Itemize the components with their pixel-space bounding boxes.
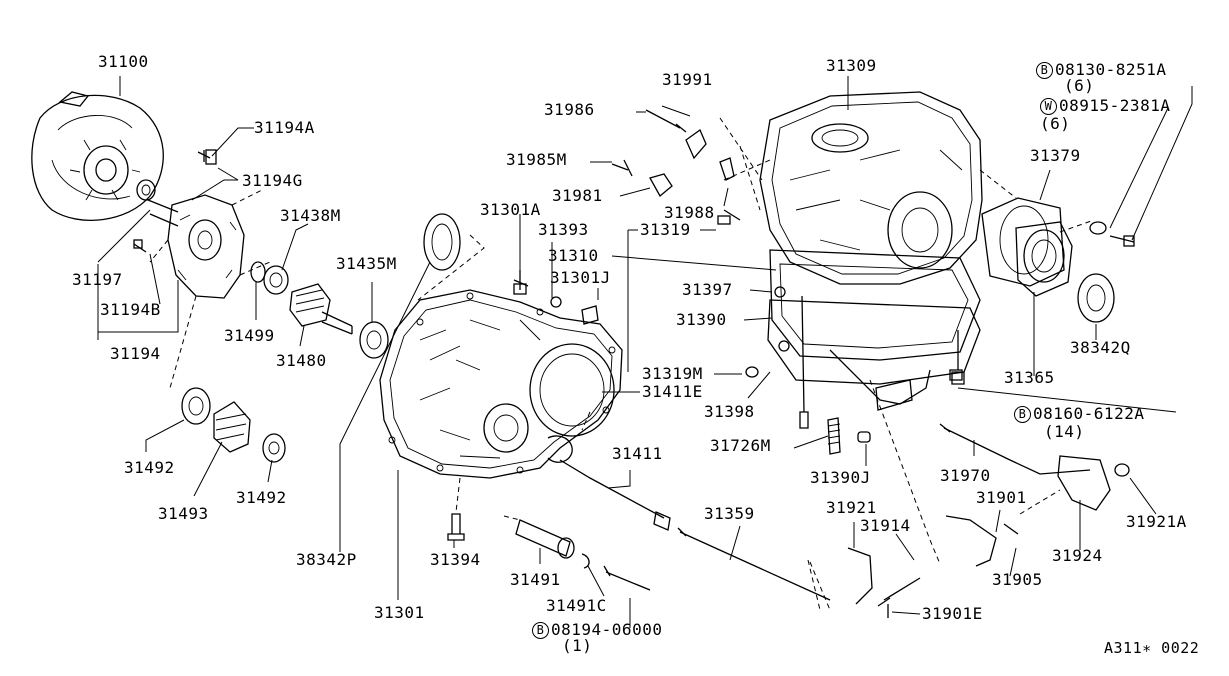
label-31398: 31398 — [704, 402, 755, 421]
label-31393: 31393 — [538, 220, 589, 239]
label-31319M: 31319M — [642, 364, 703, 383]
label-31194A: 31194A — [254, 118, 315, 137]
label-31100: 31100 — [98, 52, 149, 71]
label-31394: 31394 — [430, 550, 481, 569]
label-31726M: 31726M — [710, 436, 771, 455]
label-31921A: 31921A — [1126, 512, 1187, 531]
label-31981: 31981 — [552, 186, 603, 205]
label-31359: 31359 — [704, 504, 755, 523]
label-31970: 31970 — [940, 466, 991, 485]
label-31492-left: 31492 — [124, 458, 175, 477]
assembly-dashed-lines — [149, 117, 1095, 611]
label-31986: 31986 — [544, 100, 595, 119]
label-31411: 31411 — [612, 444, 663, 463]
seals-bearings-left-drawing — [181, 261, 389, 463]
label-08160-qty: (14) — [1044, 422, 1085, 441]
label-31301A: 31301A — [480, 200, 541, 219]
label-38342P: 38342P — [296, 550, 357, 569]
label-31194B: 31194B — [100, 300, 161, 319]
bolt-marker: B — [532, 622, 549, 639]
bolt-marker: B — [1014, 406, 1031, 423]
label-31411E: 31411E — [642, 382, 703, 401]
label-31301: 31301 — [374, 603, 425, 622]
label-31309: 31309 — [826, 56, 877, 75]
label-31991: 31991 — [662, 70, 713, 89]
part-code-08130: 08130-8251A — [1055, 60, 1167, 79]
label-31301J: 31301J — [550, 268, 611, 287]
label-38342Q: 38342Q — [1070, 338, 1131, 357]
upper-housing-drawing — [717, 91, 983, 455]
washer-marker: W — [1040, 98, 1057, 115]
label-31197: 31197 — [72, 270, 123, 289]
label-31493: 31493 — [158, 504, 209, 523]
label-31901: 31901 — [976, 488, 1027, 507]
label-31435M: 31435M — [336, 254, 397, 273]
diagram-reference-code: A311∗ 0022 — [1104, 639, 1200, 657]
part-code-08160: 08160-6122A — [1033, 404, 1145, 423]
label-08915-qty: (6) — [1040, 114, 1071, 133]
part-code-08194: 08194-06000 — [551, 620, 663, 639]
label-31390: 31390 — [676, 310, 727, 329]
label-31985M: 31985M — [506, 150, 567, 169]
linkage-parts-drawing — [515, 109, 1130, 618]
label-31480: 31480 — [276, 351, 327, 370]
label-08130-qty: (6) — [1064, 76, 1095, 95]
torque-converter-housing-drawing — [31, 91, 164, 221]
part-code-08915: 08915-2381A — [1059, 96, 1171, 115]
label-31438M: 31438M — [280, 206, 341, 225]
label-31499: 31499 — [224, 326, 275, 345]
label-31379: 31379 — [1030, 146, 1081, 165]
label-31310: 31310 — [548, 246, 599, 265]
bolt-marker: B — [1036, 62, 1053, 79]
cover-assembly-drawing — [133, 149, 245, 299]
label-31491C: 31491C — [546, 596, 607, 615]
label-31914: 31914 — [860, 516, 911, 535]
label-31492-right: 31492 — [236, 488, 287, 507]
label-31921: 31921 — [826, 498, 877, 517]
label-31905: 31905 — [992, 570, 1043, 589]
transmission-case-drawing — [379, 213, 623, 541]
label-31390J: 31390J — [810, 468, 871, 487]
label-31397: 31397 — [682, 280, 733, 299]
label-08194-qty: (1) — [562, 636, 593, 655]
label-31194: 31194 — [110, 344, 161, 363]
leader-lines — [97, 76, 1193, 628]
label-31924: 31924 — [1052, 546, 1103, 565]
label-31988: 31988 — [664, 203, 715, 222]
label-31901E: 31901E — [922, 604, 983, 623]
label-31194G: 31194G — [242, 171, 303, 190]
label-31319: 31319 — [640, 220, 691, 239]
label-31365: 31365 — [1004, 368, 1055, 387]
label-31491: 31491 — [510, 570, 561, 589]
oil-pump-drawing — [949, 197, 1135, 381]
